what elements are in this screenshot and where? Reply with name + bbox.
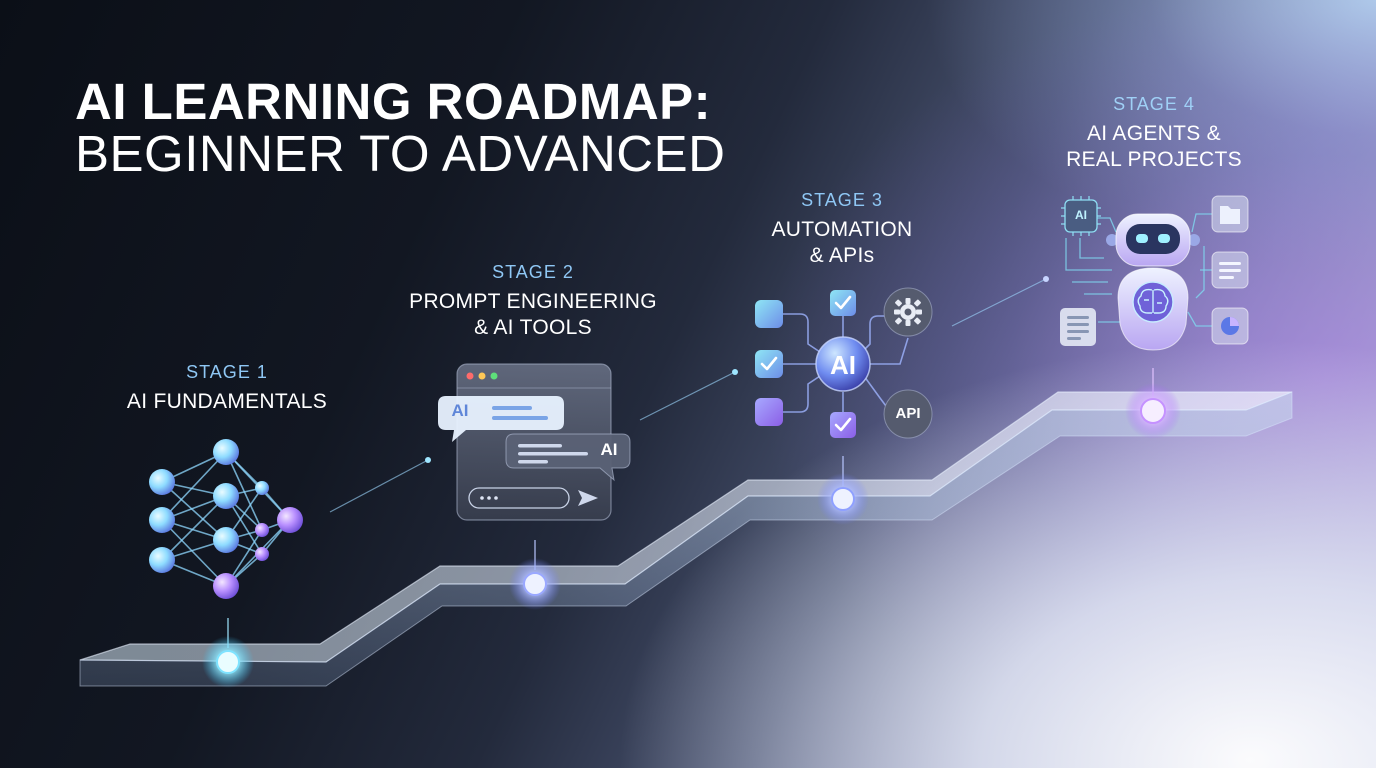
stage-1-caption: STAGE 1 AI FUNDAMENTALS (77, 362, 377, 415)
stage-1-name: AI FUNDAMENTALS (126, 390, 328, 413)
ai-hub-text: AI (830, 350, 856, 380)
automation-tile-check-top (830, 290, 856, 316)
robot-eye-right (1158, 234, 1170, 243)
stage-3-label: STAGE 3 (801, 190, 883, 210)
api-circle (883, 389, 933, 439)
stage-2-name-line-2: & AI TOOLS (474, 316, 592, 339)
path-front-face (79, 391, 1293, 687)
neural-network-icon (149, 439, 303, 599)
connector-dot-3 (1043, 276, 1049, 282)
stage-2-marker (523, 572, 547, 596)
robot-eye-left (1136, 234, 1148, 243)
automation-tile-3 (755, 398, 783, 426)
ai-agent-robot-icon (1060, 195, 1249, 351)
connector-2-3 (639, 371, 736, 421)
window-dot-green (490, 372, 498, 380)
stage-2-caption: STAGE 2 PROMPT ENGINEERING & AI TOOLS (383, 262, 683, 341)
chat-window-icon (438, 363, 631, 521)
stage-markers (202, 368, 1181, 688)
stage-4-name-line-1: AI AGENTS & (1086, 122, 1221, 145)
chat-input-field (468, 487, 570, 509)
send-icon (578, 490, 598, 506)
automation-tile-check-bottom (830, 412, 856, 438)
stage-1-marker (216, 650, 240, 674)
stage-4-name-line-2: REAL PROJECTS (1066, 148, 1242, 171)
window-dot-yellow (478, 372, 486, 380)
stage-2-name-line-1: PROMPT ENGINEERING (409, 290, 657, 313)
api-text: API (895, 405, 921, 422)
stage-2-label: STAGE 2 (492, 262, 574, 282)
automation-tile-1 (755, 300, 783, 328)
brain-icon (1137, 288, 1169, 314)
chat-bubble-right-text: AI (600, 440, 618, 459)
ai-hub-circle (815, 336, 871, 392)
ai-chip-text: AI (1075, 208, 1087, 222)
chat-bubble-left-text: AI (451, 401, 469, 420)
stage-4-label: STAGE 4 (1113, 94, 1195, 114)
stage-3-caption: STAGE 3 AUTOMATION & APIs (692, 190, 992, 269)
automation-tile-check-left (755, 350, 783, 378)
connector-lines (329, 278, 1047, 513)
connector-dot-2 (732, 369, 738, 375)
connector-3-4 (951, 278, 1047, 327)
document-icon (1060, 308, 1096, 346)
roadmap-path (79, 391, 1293, 687)
list-icon (1219, 262, 1241, 279)
title-line-2: BEGINNER TO ADVANCED (75, 125, 726, 182)
title-line-1: AI LEARNING ROADMAP: (75, 73, 712, 130)
folder-icon (1220, 206, 1240, 224)
window-dot-red (466, 372, 474, 380)
connector-1-2 (329, 459, 429, 513)
stage-1-label: STAGE 1 (186, 362, 268, 382)
stage-3-name-line-1: AUTOMATION (771, 218, 913, 241)
stage-3-marker (831, 487, 855, 511)
stage-4-caption: STAGE 4 AI AGENTS & REAL PROJECTS (1004, 94, 1304, 173)
robot-visor (1126, 224, 1180, 254)
automation-hub-icon (755, 287, 933, 439)
page-title: AI LEARNING ROADMAP: BEGINNER TO ADVANCE… (75, 76, 726, 180)
stage-3-name-line-2: & APIs (809, 244, 875, 267)
connector-dot-1 (425, 457, 431, 463)
stage-4-marker (1140, 398, 1166, 424)
